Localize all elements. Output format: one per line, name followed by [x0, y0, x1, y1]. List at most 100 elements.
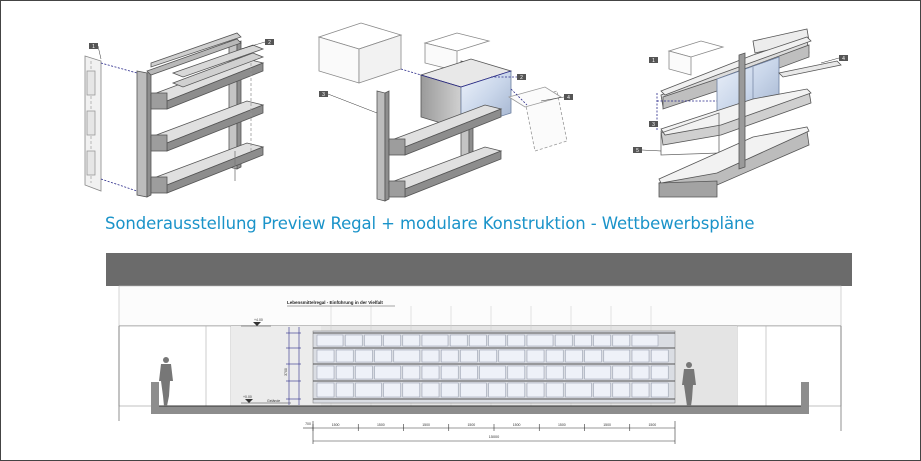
shelf-box — [526, 365, 545, 380]
shelf-box — [402, 334, 421, 347]
shelf-box — [393, 349, 421, 363]
shelf-box — [488, 334, 506, 347]
level-marker-top: +4.00 — [241, 318, 271, 327]
axo-middle — [317, 22, 573, 202]
shelf-box — [593, 382, 611, 398]
shelf-box — [383, 334, 401, 347]
shelf-box — [631, 382, 650, 398]
axo-left — [84, 32, 274, 198]
shelf-box — [449, 334, 468, 347]
elevation-title: Lebensmittelregal - Einführung in der Vi… — [287, 300, 383, 305]
callout-middle-2 — [517, 74, 526, 80]
shelf-box — [355, 382, 382, 398]
shelf-box — [355, 365, 373, 380]
svg-text:+4.00: +4.00 — [254, 318, 263, 322]
shelf-box — [440, 349, 459, 363]
shelf-box — [488, 382, 506, 398]
callout-left-1 — [89, 43, 98, 49]
shelf-box — [460, 382, 487, 398]
edge-dim-label: 700 — [305, 422, 311, 426]
shelf-box — [364, 334, 382, 347]
shelf-box — [374, 365, 401, 380]
shelf-box — [479, 365, 506, 380]
shelf-box — [507, 365, 526, 380]
shelf-box — [612, 382, 631, 398]
callout-right-5 — [633, 147, 642, 153]
callout-middle-4 — [564, 94, 573, 100]
module-dim-label: 1500 — [513, 423, 521, 427]
axo-right — [633, 28, 848, 198]
module-dim-label: 1500 — [648, 423, 656, 427]
shelf-box — [650, 349, 669, 363]
shelf-box — [355, 349, 373, 363]
shelf-box — [460, 365, 478, 380]
level-marker-floor: +0.00 Gelände — [241, 395, 291, 404]
shelf-box — [565, 382, 592, 398]
callout-left-2 — [265, 39, 274, 45]
shelf-box — [383, 382, 401, 398]
callout-right-3 — [649, 121, 658, 127]
shelf-box — [526, 382, 545, 398]
shelf-box — [421, 349, 440, 363]
shelf-box — [545, 382, 564, 398]
shelf-box — [374, 349, 392, 363]
svg-text:Gelände: Gelände — [267, 399, 280, 403]
shelf-box — [526, 334, 554, 347]
shelf-box — [584, 365, 611, 380]
module-dim-label: 1500 — [377, 423, 385, 427]
callout-right-4 — [839, 55, 848, 61]
shelf-box — [574, 334, 592, 347]
shelf-box — [421, 334, 449, 347]
shelf-box — [631, 365, 650, 380]
shelf-box — [593, 334, 611, 347]
module-dim-label: 1500 — [422, 423, 430, 427]
total-dim-label: 15000 — [489, 435, 500, 439]
module-dim-label: 1500 — [332, 423, 340, 427]
shelf-box — [316, 365, 335, 380]
shelf-box — [650, 365, 669, 380]
shelf-box — [335, 365, 354, 380]
shelf-box — [498, 349, 526, 363]
shelf-box — [402, 382, 421, 398]
shelf-box — [584, 349, 602, 363]
shelf-box — [316, 349, 335, 363]
shelf-box — [479, 349, 497, 363]
shelf-box — [650, 382, 669, 398]
shelf-box — [526, 349, 545, 363]
human-figure-left — [159, 357, 173, 406]
shelf-box — [507, 334, 526, 347]
shelf-box — [440, 365, 459, 380]
shelf-box — [469, 334, 487, 347]
shelf-box — [603, 349, 631, 363]
dimension-ticks: 1500 1500 1500 1500 1500 1500 1500 1500 — [312, 423, 656, 431]
vertical-dimension — [286, 327, 301, 405]
shelf-box — [545, 349, 564, 363]
shelf-boxes — [316, 334, 669, 398]
shelf-box — [565, 349, 583, 363]
module-dim-label: 1500 — [603, 423, 611, 427]
shelf-box — [507, 382, 526, 398]
roof-band — [106, 253, 852, 286]
shelf-box — [421, 382, 440, 398]
human-figure-right — [682, 362, 696, 406]
shelf-box — [545, 365, 564, 380]
shelf-box — [316, 334, 344, 347]
height-total-label: 3700 — [284, 368, 288, 376]
shelf-box — [612, 365, 631, 380]
module-dim-label: 1500 — [558, 423, 566, 427]
callout-right-1 — [649, 57, 658, 63]
module-dim-label: 1500 — [467, 423, 475, 427]
headline: Sonderausstellung Preview Regal + modula… — [105, 214, 755, 233]
shelf-box — [565, 365, 583, 380]
shelf-box — [612, 334, 631, 347]
shelf-box — [421, 365, 440, 380]
shelf-box — [460, 349, 478, 363]
shelf-box — [402, 365, 421, 380]
shelf-box — [440, 382, 459, 398]
shelf-box — [335, 382, 354, 398]
shelf-box — [631, 349, 650, 363]
shelf-box — [631, 334, 659, 347]
